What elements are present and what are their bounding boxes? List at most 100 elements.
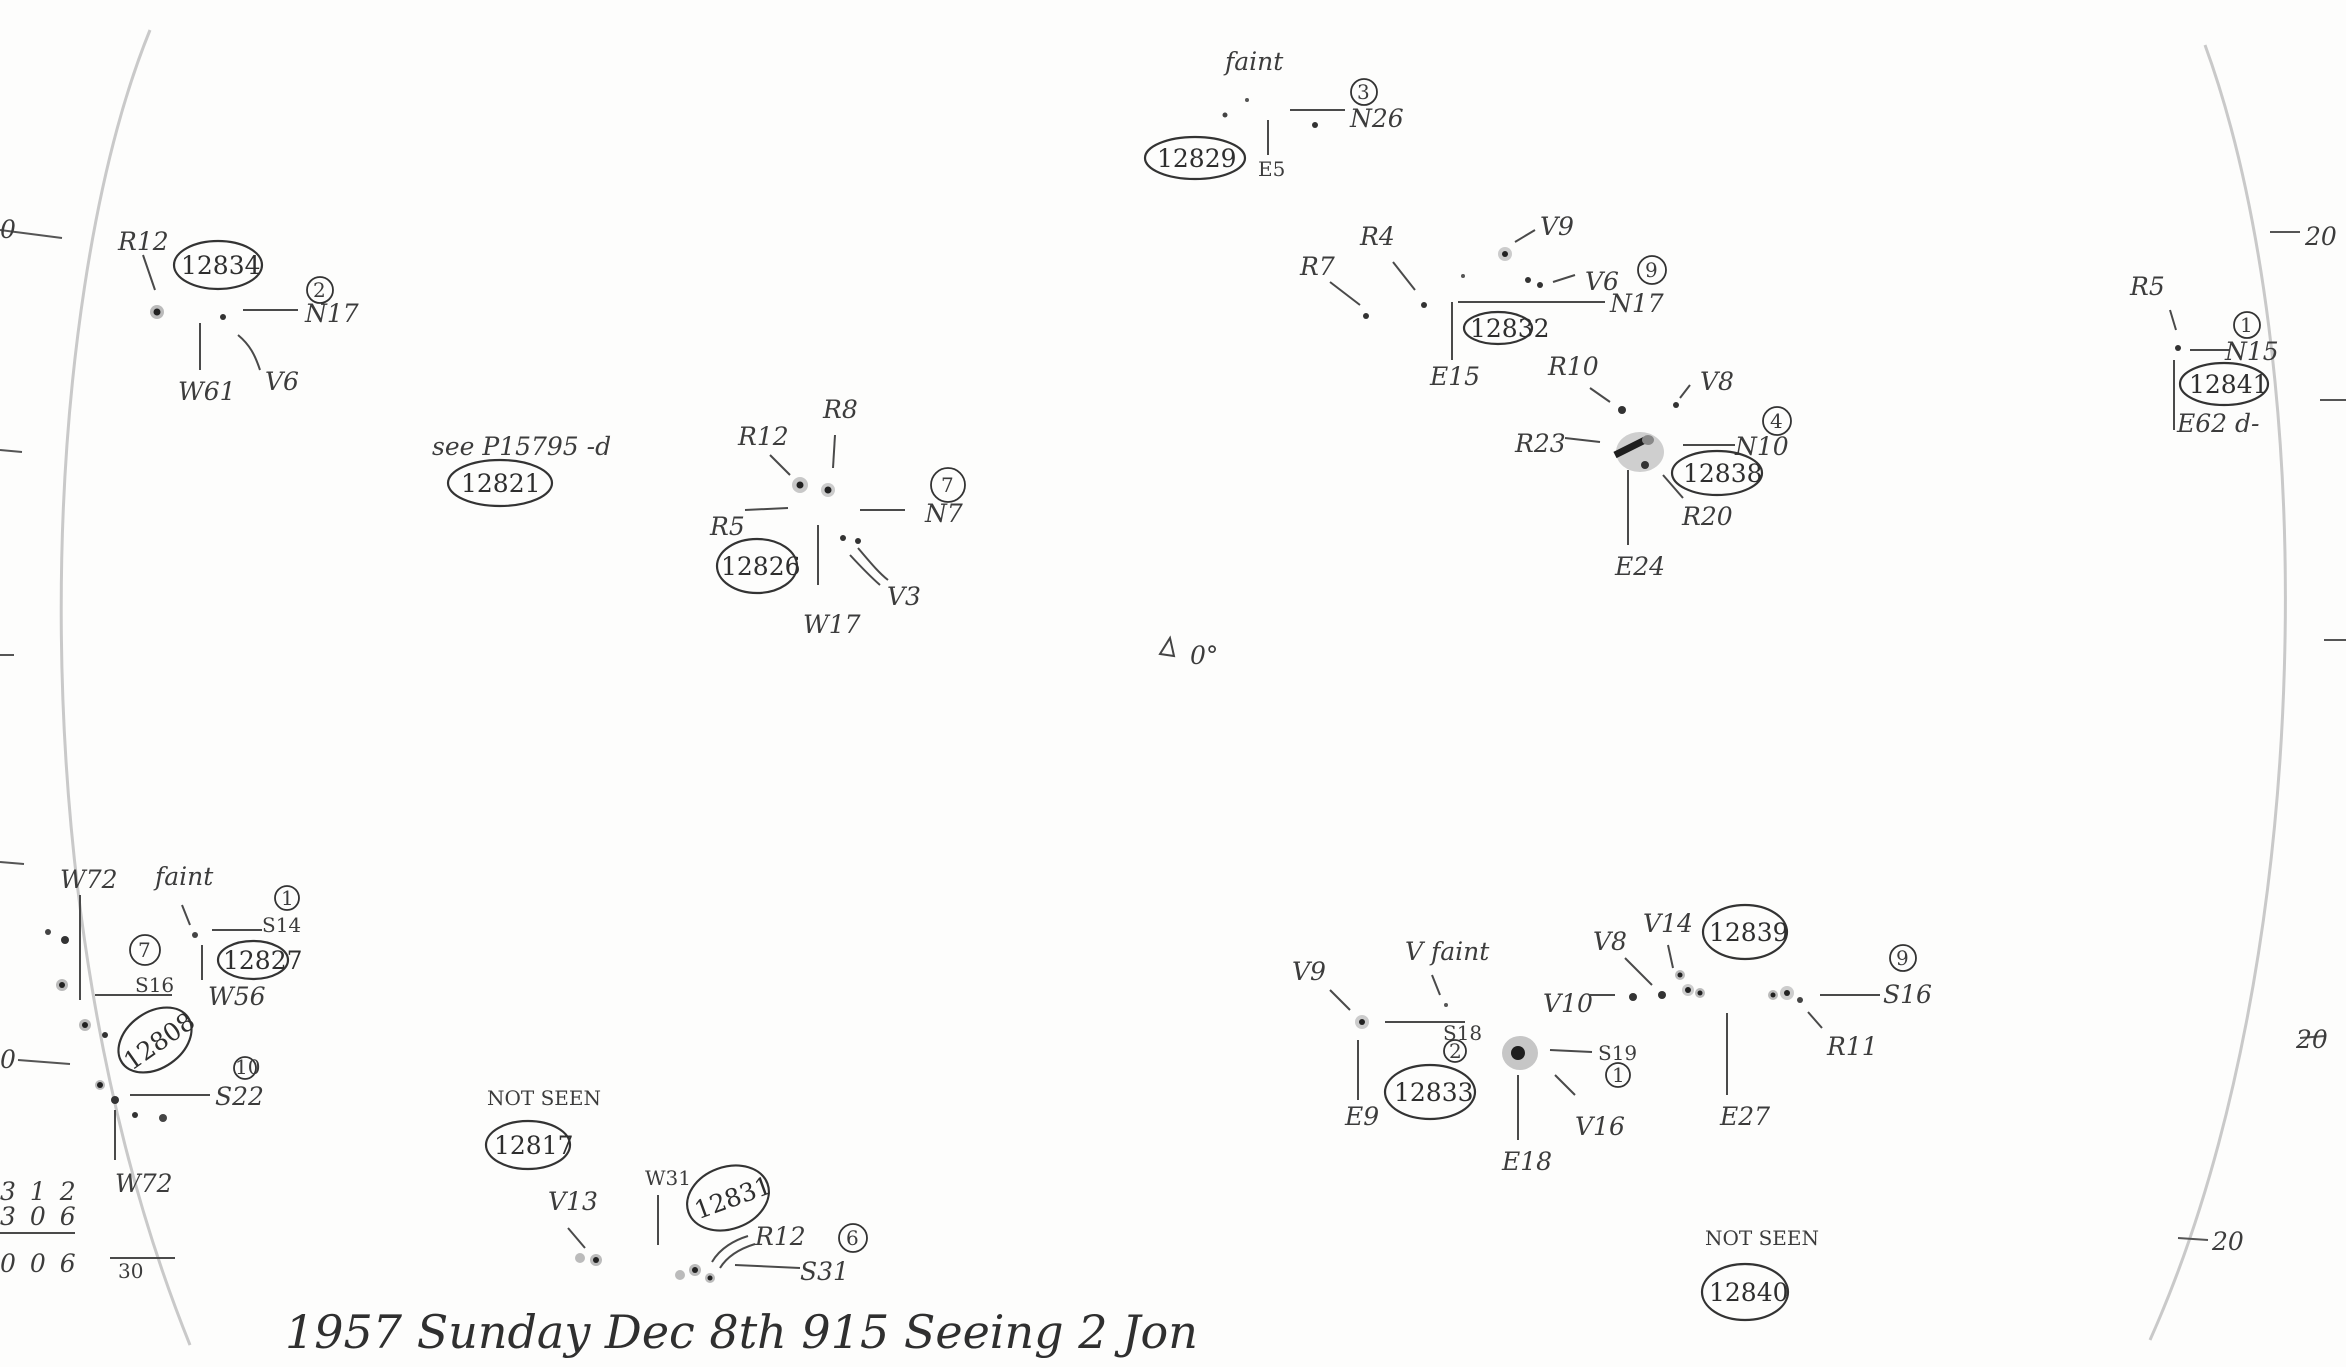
- spot-label: R10: [1547, 352, 1599, 381]
- spot: [1511, 1046, 1525, 1060]
- count-label: 10: [235, 1055, 260, 1079]
- spot-label: V8: [1700, 367, 1734, 396]
- north-label: N26: [1349, 104, 1404, 133]
- spot: [1697, 990, 1703, 996]
- east-label: E27: [1719, 1102, 1770, 1131]
- observation-footer: 1957 Sunday Dec 8th 915 Seeing 2 Jon: [285, 1305, 1198, 1359]
- plate-oval: [1700, 1262, 1790, 1322]
- spot: [1797, 997, 1803, 1003]
- sunspot-group-12840: NOT SEEN 12840: [1700, 1226, 1819, 1322]
- scale-label: 20: [2211, 1227, 2244, 1256]
- spot: [111, 1096, 119, 1104]
- spot: [1444, 1003, 1448, 1007]
- annotation: faint: [153, 862, 214, 891]
- count-circle: [1762, 406, 1792, 436]
- plate-oval: [117, 1006, 193, 1074]
- sunspot-group-12833: V9 V faint S18 2 12833 E9 S19 1 E18 V16 …: [1292, 937, 1637, 1176]
- west-label: W72: [115, 1169, 173, 1198]
- scale-tick: [0, 229, 63, 239]
- count-label: 4: [1770, 409, 1783, 433]
- spot-label: V14: [1643, 909, 1693, 938]
- spot-label: V8: [1593, 927, 1627, 956]
- plate-oval: [446, 458, 554, 508]
- spot: [132, 1112, 138, 1118]
- plate-number: 12827: [223, 946, 303, 975]
- scale-tick: [0, 449, 23, 453]
- count-label: 7: [138, 938, 151, 962]
- sunspot-group-12834: R12 12834 2 N17 W61 V6: [117, 227, 359, 406]
- sunspot-group-12808: W72 7 S16 12808 10 S22 W72: [45, 865, 264, 1198]
- east-label: E18: [1501, 1147, 1552, 1176]
- plate-number: 12829: [1157, 144, 1237, 173]
- plate-number: 12826: [721, 552, 801, 581]
- spot: [1461, 274, 1465, 278]
- count-circle: [838, 1223, 868, 1253]
- sunspot-group-12821: see P15795 -d 12821: [432, 432, 611, 508]
- count-label: 2: [313, 278, 326, 302]
- east-label: E9: [1344, 1102, 1379, 1131]
- spot-label: V16: [1575, 1112, 1625, 1141]
- count-circle: [930, 467, 966, 503]
- south-label: S14: [262, 913, 301, 937]
- spot: [824, 486, 832, 494]
- spot-label: V9: [1540, 212, 1574, 241]
- plate-oval: [172, 239, 264, 291]
- spot-label: R5: [709, 512, 745, 541]
- south-label: S16: [135, 973, 174, 997]
- center-triangle-icon: [1158, 635, 1176, 658]
- annotation: see P15795 -d: [432, 432, 611, 461]
- left-limb-arc: [59, 29, 192, 1346]
- spot: [1618, 406, 1626, 414]
- north-label: N7: [924, 499, 963, 528]
- plate-oval: [1383, 1063, 1477, 1121]
- east-label: E24: [1614, 552, 1665, 581]
- sunspot-group-12838: R10 V8 R23 4 N10 12838 R20 E24: [1514, 352, 1792, 581]
- spot-label: R12: [117, 227, 169, 256]
- annotation: faint: [1223, 47, 1284, 76]
- spot: [61, 936, 69, 944]
- spot: [692, 1267, 698, 1273]
- spot: [159, 1114, 167, 1122]
- spot: [45, 929, 51, 935]
- north-label: N15: [2224, 337, 2279, 366]
- spot: [593, 1257, 599, 1263]
- plate-number: 12821: [461, 469, 541, 498]
- spot-label: R23: [1514, 429, 1566, 458]
- scale-tick: [2177, 1237, 2209, 1241]
- margin-number: 306: [0, 1202, 90, 1231]
- spot: [796, 481, 804, 489]
- count-circle: [2233, 311, 2261, 339]
- count-label: 9: [1896, 946, 1909, 970]
- scale-label: 20: [2304, 222, 2337, 251]
- north-label: N10: [1734, 432, 1789, 461]
- sunspot-group-12841: R5 1 N15 12841 E62 d-: [2129, 272, 2279, 438]
- spot: [707, 1275, 713, 1281]
- plate-oval: [686, 1164, 770, 1232]
- count-circle: [129, 934, 161, 966]
- plate-oval: [1143, 135, 1247, 181]
- count-label: 1: [281, 886, 294, 910]
- spot: [1222, 112, 1228, 118]
- plate-number: 12833: [1394, 1078, 1474, 1107]
- spot-label: R12: [754, 1222, 806, 1251]
- scale-tick: [2299, 1035, 2326, 1039]
- spot-label: V6: [265, 367, 299, 396]
- south-label: S31: [800, 1257, 849, 1286]
- spot: [1245, 98, 1249, 102]
- plate-oval: [484, 1119, 572, 1171]
- scale-tick: [17, 1059, 71, 1065]
- scale-label: 20: [2295, 1025, 2328, 1054]
- spot: [82, 1022, 88, 1028]
- spot-label: R7: [1299, 252, 1335, 281]
- spot: [1673, 402, 1679, 408]
- margin-number: 312: [0, 1177, 90, 1206]
- count-circle: [274, 885, 300, 911]
- plate-oval: [1701, 903, 1789, 961]
- spot-label: V13: [548, 1187, 598, 1216]
- right-limb-arc: [2148, 44, 2287, 1341]
- spot: [1359, 1019, 1365, 1025]
- east-label: E15: [1429, 362, 1480, 391]
- margin-number: 006: [0, 1249, 90, 1278]
